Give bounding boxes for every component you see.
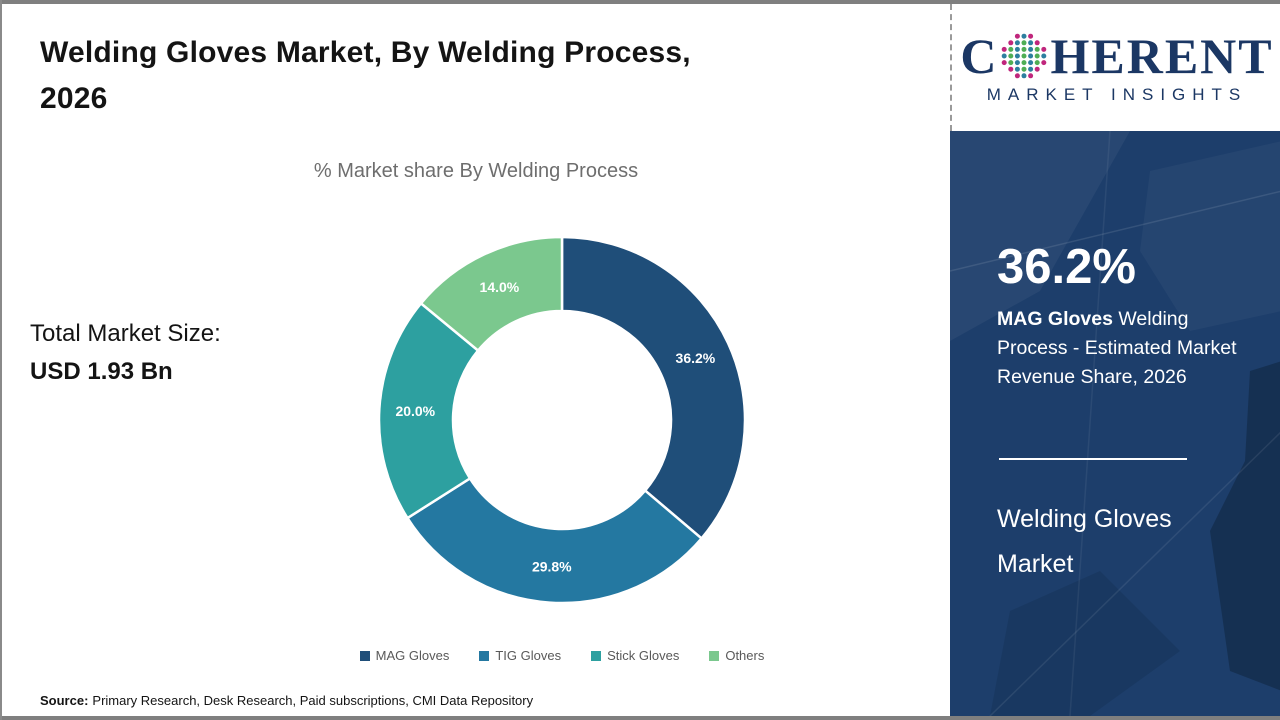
total-market-label: Total Market Size: — [30, 320, 221, 347]
page-title-line1: Welding Gloves Market, By Welding Proces… — [40, 36, 691, 69]
brand-logo-row: C HERENT — [960, 31, 1273, 81]
globe-dot — [1008, 46, 1014, 52]
legend-label: TIG Gloves — [495, 648, 562, 663]
globe-dot — [1028, 39, 1034, 45]
globe-dot — [1008, 39, 1014, 45]
donut-label-stick-gloves: 20.0% — [395, 403, 435, 419]
globe-dot — [1028, 53, 1034, 58]
highlight-description: MAG Gloves Welding Process - Estimated M… — [997, 305, 1245, 392]
globe-dot — [1041, 59, 1047, 65]
globe-dot — [1015, 53, 1021, 58]
globe-dot — [1028, 66, 1034, 72]
globe-dot — [1041, 53, 1047, 58]
source-label: Source: — [40, 693, 89, 708]
globe-dot — [1015, 39, 1021, 45]
globe-dot — [1002, 46, 1008, 52]
brand-letter-c: C — [960, 27, 999, 84]
brand-word-herent: HERENT — [1050, 27, 1274, 84]
legend-swatch-icon — [591, 650, 602, 661]
total-market-value: USD 1.93 Bn — [30, 358, 173, 385]
page-title-line2: 2026 — [40, 82, 108, 115]
globe-dot — [1002, 53, 1008, 58]
globe-dot — [1008, 53, 1014, 58]
donut-chart: 36.2% 29.8% 20.0% 14.0% — [375, 233, 749, 607]
globe-dot — [1028, 46, 1034, 52]
donut-label-tig-gloves: 29.8% — [532, 559, 572, 575]
donut-label-others: 14.0% — [480, 279, 520, 295]
legend-swatch-icon — [479, 650, 490, 661]
legend-item-tig-gloves: TIG Gloves — [479, 648, 561, 663]
donut-segment-tig-gloves — [405, 476, 704, 605]
donut-segment-mag-gloves — [560, 235, 747, 541]
globe-dot — [1021, 72, 1027, 78]
world-map-texture — [950, 131, 1280, 716]
legend-item-mag-gloves: MAG Gloves — [359, 648, 450, 663]
globe-dot — [1035, 46, 1041, 52]
legend-label: Stick Gloves — [607, 648, 680, 663]
globe-dot — [1015, 66, 1021, 72]
panel-divider — [999, 458, 1187, 460]
highlight-description-bold: MAG Gloves — [997, 308, 1113, 330]
globe-dot — [1021, 46, 1027, 52]
legend-item-stick-gloves: Stick Gloves — [591, 648, 679, 663]
globe-dot — [1021, 66, 1027, 72]
legend-swatch-icon — [709, 650, 720, 661]
bottom-edge-bar — [2, 716, 1280, 720]
dotted-globe-icon — [1002, 33, 1047, 78]
page-title: Welding Gloves Market, By Welding Proces… — [40, 30, 910, 122]
globe-dot — [1028, 72, 1034, 78]
legend-label: Others — [725, 648, 765, 663]
source-line: Source:Primary Research, Desk Research, … — [40, 693, 533, 708]
globe-dot — [1002, 59, 1008, 65]
donut-chart-svg: 36.2% 29.8% 20.0% 14.0% — [377, 235, 747, 605]
globe-dot — [1015, 59, 1021, 65]
donut-segment-others — [419, 235, 564, 353]
globe-dot — [1015, 72, 1021, 78]
globe-dot — [1035, 39, 1041, 45]
globe-dot — [1028, 59, 1034, 65]
legend-item-others: Others — [709, 648, 764, 663]
globe-dot — [1015, 33, 1021, 39]
globe-dot — [1035, 66, 1041, 72]
total-market-block: Total Market Size: USD 1.93 Bn — [30, 320, 221, 386]
globe-dot — [1035, 53, 1041, 58]
top-edge-bar — [2, 0, 1280, 4]
globe-dot — [1021, 33, 1027, 39]
legend-label: MAG Gloves — [375, 648, 450, 663]
chart-legend: MAG Gloves TIG Gloves Stick Gloves Others — [162, 648, 962, 663]
globe-dot — [1028, 33, 1034, 39]
globe-dot — [1021, 39, 1027, 45]
globe-dot — [1021, 53, 1027, 58]
globe-dot — [1008, 66, 1014, 72]
legend-swatch-icon — [359, 650, 370, 661]
donut-segment-stick-gloves — [377, 301, 480, 520]
panel-market-title: Welding Gloves Market — [997, 505, 1172, 578]
globe-dot — [1035, 59, 1041, 65]
globe-dot — [1041, 46, 1047, 52]
highlight-value: 36.2% — [997, 240, 1136, 294]
highlight-description-rest: Welding Process - Estimated Market Reven… — [997, 308, 1237, 388]
globe-dot — [1021, 59, 1027, 65]
donut-label-mag-gloves: 36.2% — [676, 350, 716, 366]
globe-dot — [1015, 46, 1021, 52]
chart-title: % Market share By Welding Process — [313, 160, 639, 182]
highlight-side-panel: 36.2% MAG Gloves Welding Process - Estim… — [950, 131, 1280, 716]
globe-dot — [1008, 59, 1014, 65]
brand-subtitle: MARKET INSIGHTS — [986, 84, 1248, 104]
source-text: Primary Research, Desk Research, Paid su… — [92, 693, 534, 708]
brand-logo: C HERENT MARKET INSIGHTS — [950, 4, 1280, 131]
